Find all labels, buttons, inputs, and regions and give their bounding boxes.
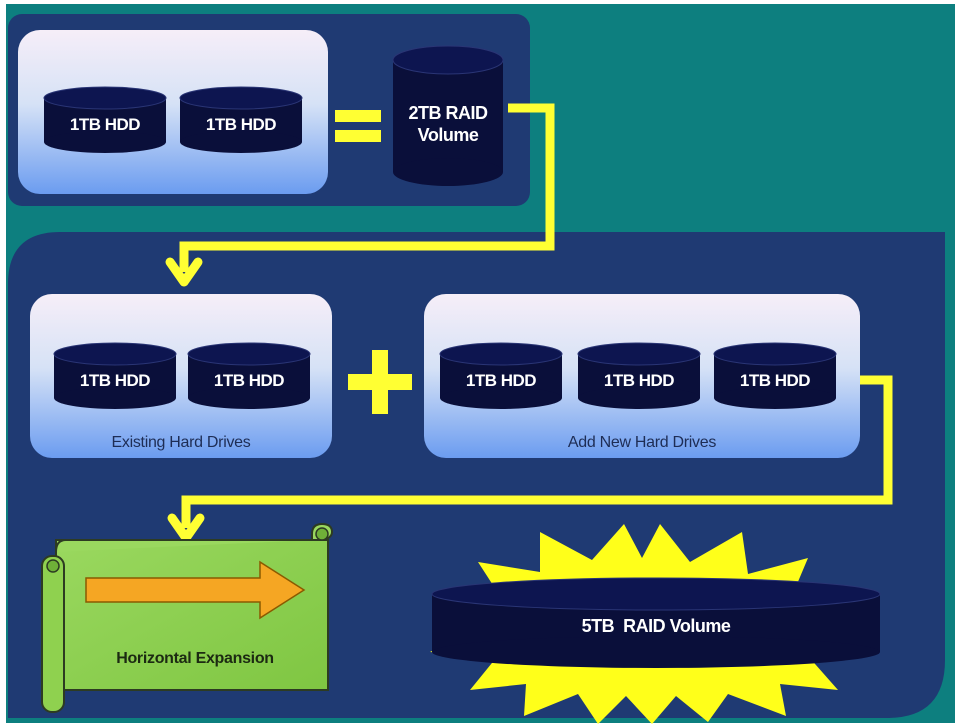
existing-drives-box bbox=[30, 294, 332, 458]
existing-drives-caption: Existing Hard Drives bbox=[111, 434, 251, 451]
connector-bottom bbox=[181, 375, 893, 528]
top-disk-1-label: 1TB HDD bbox=[69, 115, 141, 134]
new-drives-caption: Add New Hard Drives bbox=[567, 434, 717, 451]
top-drives-box bbox=[18, 30, 328, 194]
new-disk-1-label: 1TB HDD bbox=[465, 371, 537, 390]
equals-sign bbox=[335, 110, 381, 142]
new-disk-3-label: 1TB HDD bbox=[739, 371, 811, 390]
top-disk-2 bbox=[179, 86, 303, 153]
raid-volume-5tb-label: 5TB RAID Volume bbox=[581, 616, 731, 636]
new-disk-1 bbox=[439, 342, 563, 409]
expansion-arrow bbox=[85, 560, 306, 620]
expansion-scroll bbox=[41, 522, 334, 713]
connector-top bbox=[179, 103, 555, 272]
top-disk-2-label: 1TB HDD bbox=[205, 115, 277, 134]
existing-disk-1-label: 1TB HDD bbox=[79, 371, 151, 390]
existing-disk-1 bbox=[53, 342, 177, 409]
raid-volume-5tb-cylinder bbox=[431, 577, 881, 668]
raid-volume-2tb-cylinder bbox=[392, 45, 504, 186]
new-disk-2-label: 1TB HDD bbox=[603, 371, 675, 390]
raid-volume-2tb-label: 2TB RAID Volume bbox=[408, 103, 488, 145]
top-disk-1 bbox=[43, 86, 167, 153]
existing-disk-2-label: 1TB HDD bbox=[213, 371, 285, 390]
new-disk-3 bbox=[713, 342, 837, 409]
plus-sign bbox=[348, 350, 412, 414]
new-disk-2 bbox=[577, 342, 701, 409]
connector-top-arrowhead bbox=[165, 257, 203, 287]
connector-bottom-arrowhead bbox=[167, 513, 205, 543]
existing-disk-2 bbox=[187, 342, 311, 409]
expansion-label: Horizontal Expansion bbox=[116, 650, 274, 667]
